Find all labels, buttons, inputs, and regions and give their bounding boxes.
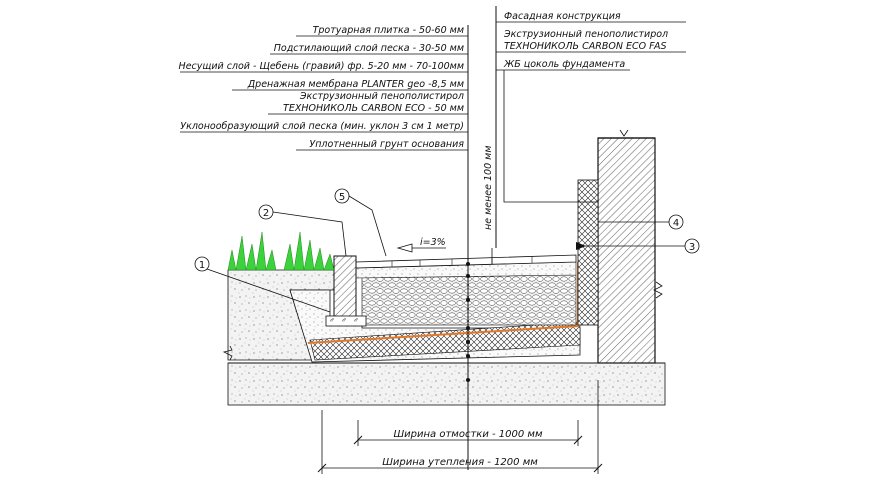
vertical-dim-label: не менее 100 мм <box>483 146 494 231</box>
callout-5: 5 <box>334 188 387 257</box>
callout-2: 2 <box>258 204 347 257</box>
svg-text:2: 2 <box>263 208 269 219</box>
layer-note-7: Уплотненный грунт основания <box>309 139 464 150</box>
dim-otmostka: Ширина отмостки - 1000 мм <box>353 420 583 446</box>
layer-note-5b: ТЕХНОНИКОЛЬ CARBON ECO - 50 мм <box>283 103 464 114</box>
foundation-plinth <box>597 137 656 364</box>
slope-label: i=3% <box>420 237 446 248</box>
layer-note-4: Дренажная мембрана PLANTER geo -8,5 мм <box>247 79 464 90</box>
dim-uteplenie-label: Ширина утепления - 1200 мм <box>382 457 538 468</box>
grass <box>227 231 335 271</box>
facade-xps <box>577 179 599 326</box>
dim-otmostka-label: Ширина отмостки - 1000 мм <box>393 429 542 440</box>
layer-note-6: Уклонообразующий слой песка (мин. уклон … <box>180 121 464 132</box>
svg-text:1: 1 <box>199 260 205 271</box>
break-mark-left <box>222 345 233 361</box>
break-mark-top <box>619 129 629 137</box>
callout-1: 1 <box>194 256 331 313</box>
leader-dots <box>466 262 470 382</box>
layer-note-1: Тротуарная плитка - 50-60 мм <box>313 25 464 36</box>
facade-note-2a: Экструзионный пенополистирол <box>503 29 668 40</box>
facade-note-1: Фасадная конструкция <box>504 11 621 22</box>
callout-4: 4 <box>598 214 684 230</box>
break-mark-right <box>653 281 663 299</box>
svg-text:3: 3 <box>689 242 695 253</box>
left-notes: Тротуарная плитка - 50-60 мм Подстилающи… <box>179 25 468 151</box>
layer-note-2: Подстилающий слой песка - 30-50 мм <box>274 43 464 54</box>
svg-text:4: 4 <box>673 218 679 229</box>
facade-note-3: ЖБ цоколь фундамента <box>503 59 625 70</box>
right-notes: Фасадная конструкция Экструзионный пеноп… <box>496 11 686 71</box>
curb-stone <box>333 255 357 323</box>
facade-note-2b: ТЕХНОНИКОЛЬ CARBON ECO FAS <box>504 41 667 52</box>
svg-text:5: 5 <box>339 192 345 203</box>
callout-3: 3 <box>576 238 700 254</box>
layer-note-5a: Экструзионный пенополистирол <box>299 91 464 102</box>
layer-note-3: Несущий слой - Щебень (гравий) фр. 5-20 … <box>179 61 464 72</box>
dim-uteplenie: Ширина утепления - 1200 мм <box>317 380 603 474</box>
curb-base <box>325 315 367 327</box>
base-soil-band <box>227 362 666 406</box>
xps-insulation <box>309 321 581 361</box>
